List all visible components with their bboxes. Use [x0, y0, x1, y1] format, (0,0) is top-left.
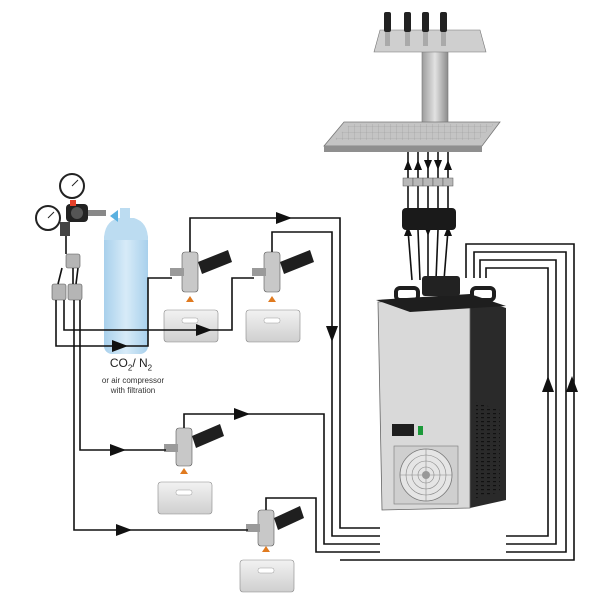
cooler-vent: [476, 402, 500, 498]
fan-grille-icon: [393, 445, 459, 505]
gas-formula-sub2: 2: [147, 363, 153, 373]
keg-flow-arrow: [186, 296, 194, 302]
handle-right: [470, 286, 496, 302]
manifold-to-cooler-lines: [407, 229, 449, 281]
keg-unit-4: [239, 506, 304, 593]
keg-coupler-icon[interactable]: [164, 424, 224, 467]
keg: [157, 481, 213, 515]
cooler-outlet-lines: [340, 243, 575, 561]
keg-flow-arrow: [268, 296, 276, 302]
gas-note-line1: or air compressor: [101, 376, 165, 385]
line-fittings: [402, 177, 454, 187]
keg-coupler-icon[interactable]: [170, 250, 232, 293]
gas-formula-sub: 2: [127, 363, 133, 373]
keg-unit-2: [245, 250, 314, 343]
gas-formula-n: / N: [132, 356, 148, 370]
gas-lines: [55, 277, 254, 531]
beer-tower: [323, 12, 501, 152]
keg-unit-3: [157, 424, 224, 515]
beer-lines-to-cooler: [183, 217, 380, 553]
tower-column: [421, 39, 449, 131]
control-panel: [392, 424, 414, 436]
handle-left: [394, 286, 420, 302]
regulator-to-distributor: [57, 236, 79, 285]
cooler-cap: [422, 276, 460, 296]
keg-coupler-icon[interactable]: [252, 250, 314, 293]
keg-unit-1: [163, 250, 232, 343]
keg: [245, 309, 301, 343]
gas-source-label: CO2/ N2: [96, 356, 166, 372]
status-badge: [418, 426, 423, 435]
keg-flow-arrow: [180, 468, 188, 474]
gas-source-note: or air compressor with filtration: [78, 376, 188, 396]
gas-flow-arrows: [110, 324, 212, 536]
beer-tap-icon[interactable]: [384, 12, 447, 46]
beer-cooler: [376, 276, 506, 511]
tower-head: [373, 29, 487, 53]
pressure-regulator-icon[interactable]: [35, 173, 106, 236]
return-flow-arrows: [542, 376, 578, 392]
gas-note-line2: with filtration: [110, 386, 156, 395]
drip-tray-front: [324, 146, 482, 152]
gas-distributor: [51, 253, 83, 301]
gas-formula-co: CO: [109, 356, 128, 370]
gas-inlet-arrow: [110, 210, 118, 222]
drip-tray-grid: [334, 124, 494, 140]
gas-cylinder: [104, 208, 148, 354]
keg: [239, 559, 295, 593]
beer-flow-arrows: [234, 212, 338, 420]
line-manifold: [402, 208, 456, 230]
keg-coupler-icon[interactable]: [246, 506, 304, 547]
keg: [163, 309, 219, 343]
keg-flow-arrow: [262, 546, 270, 552]
